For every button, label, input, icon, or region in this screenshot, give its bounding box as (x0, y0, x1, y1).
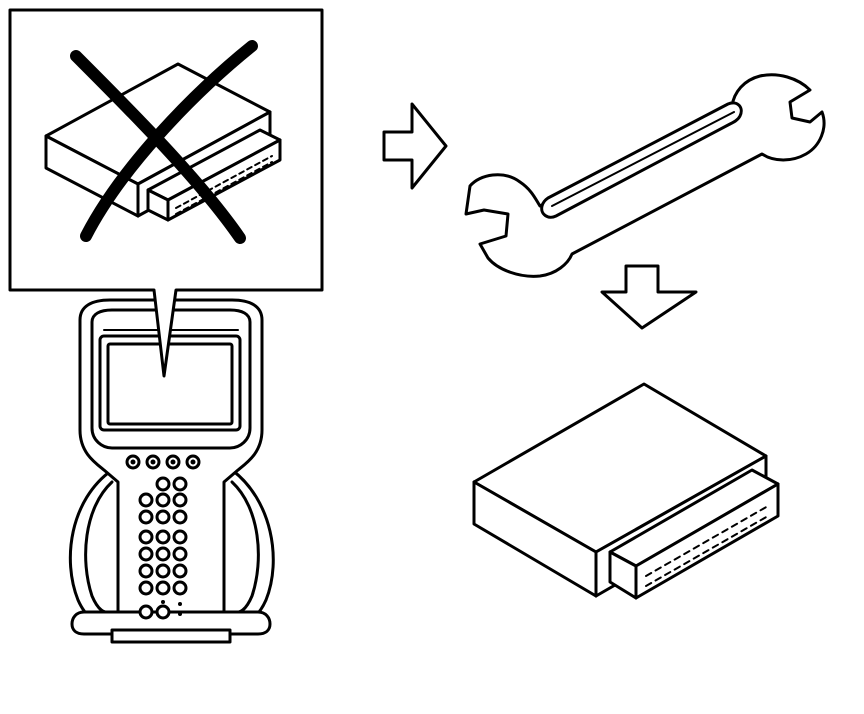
control-module-icon (472, 382, 780, 600)
keypad (138, 476, 188, 620)
arrow-right-icon (382, 102, 448, 190)
function-keys (125, 454, 201, 470)
module-crossed-out-icon (8, 8, 324, 378)
arrow-down-icon (600, 264, 698, 330)
wrench-icon (464, 73, 826, 278)
handheld-scan-tool-icon (68, 298, 275, 644)
